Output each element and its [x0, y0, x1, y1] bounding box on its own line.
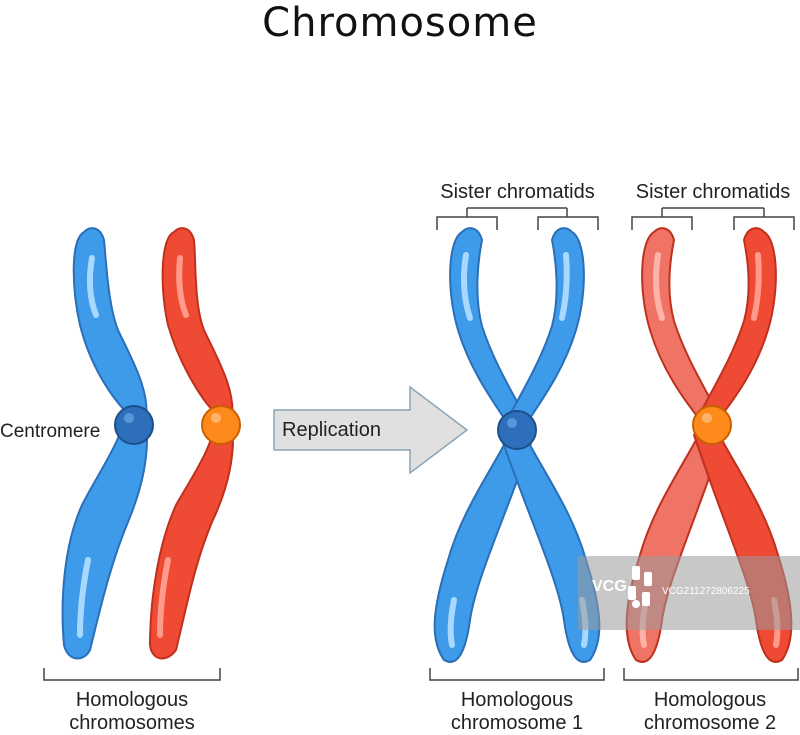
label-homologous-2: Homologous chromosome 2	[620, 689, 800, 735]
label-homologous-left-line2: chromosomes	[69, 712, 195, 734]
replication-arrow	[273, 385, 469, 475]
watermark	[578, 556, 800, 630]
blue-replicated-centromere	[497, 410, 537, 450]
label-homologous-1-line1: Homologous	[460, 689, 574, 711]
label-homologous-1-line2: chromosome 1	[450, 712, 584, 734]
bracket-homologous-1	[429, 668, 605, 681]
orange-replicated-centromere	[692, 405, 732, 445]
watermark-code: VCG211272806225	[662, 586, 750, 597]
blue-replicated-chromosome	[433, 227, 601, 663]
label-replication: Replication	[282, 419, 381, 441]
label-homologous-left: Homologous chromosomes	[40, 689, 224, 735]
label-sister-chromatids-1: Sister chromatids	[440, 181, 595, 203]
watermark-logo	[628, 566, 652, 608]
red-chromosome	[148, 227, 235, 660]
label-homologous-1: Homologous chromosome 1	[426, 689, 608, 735]
label-homologous-2-line1: Homologous	[653, 689, 767, 711]
blue-chromosome	[61, 227, 149, 660]
bracket-sister-chromatids-1	[436, 207, 599, 230]
bracket-homologous-2	[623, 668, 799, 681]
bracket-sister-chromatids-2	[631, 207, 795, 230]
orange-centromere	[201, 405, 241, 445]
label-sister-chromatids-2: Sister chromatids	[635, 181, 791, 203]
watermark-brand: VCG	[592, 578, 627, 595]
blue-centromere	[114, 405, 154, 445]
diagram-title: Chromosome	[262, 0, 538, 46]
label-homologous-left-line1: Homologous	[75, 689, 189, 711]
label-homologous-2-line2: chromosome 2	[643, 712, 777, 734]
label-centromere: Centromere	[0, 421, 101, 442]
bracket-homologous-left	[43, 668, 221, 681]
